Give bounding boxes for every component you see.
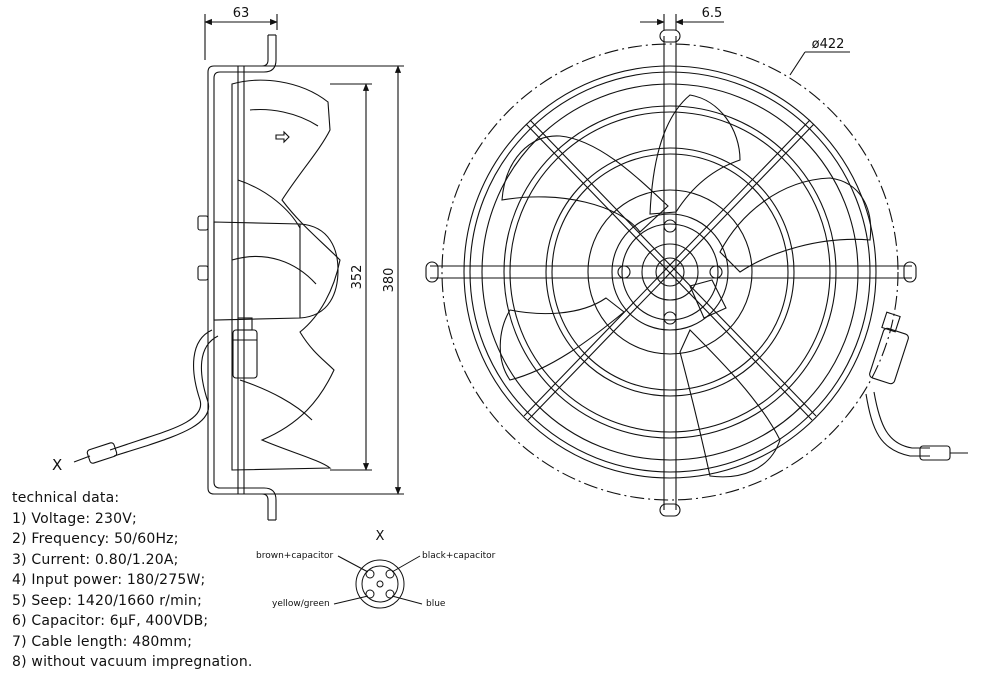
connector-title: X [376, 529, 385, 544]
guard-spokes [430, 36, 912, 510]
spec-input-power: 4) Input power: 180/275W; [12, 572, 206, 588]
capacitor [232, 317, 258, 379]
guard-height-label: 380 [382, 268, 397, 293]
pin-black-label: black+capacitor [422, 551, 496, 561]
motor-housing [213, 221, 339, 321]
side-cable [109, 329, 213, 451]
spec-frequency: 2) Frequency: 50/60Hz; [12, 531, 179, 547]
spec-impregnation: 8) without vacuum impregnation. [12, 654, 253, 670]
front-capacitor [869, 311, 909, 385]
connector-pinout: X [333, 529, 423, 609]
spec-voltage: 1) Voltage: 230V; [12, 510, 137, 527]
motor-hub [611, 213, 729, 331]
diameter-label: ø422 [812, 37, 845, 52]
dimension-bracket-offset: 6.5 [640, 6, 724, 30]
side-view: 63 [73, 6, 404, 521]
terminal-box [689, 279, 727, 319]
dimension-depth: 63 [204, 6, 278, 60]
outer-diameter-circle [441, 43, 899, 501]
front-view: 6.5 ø422 [425, 6, 968, 517]
spec-speed: 5) Seep: 1420/1660 r/min; [12, 592, 203, 609]
cable-end-marker: X [52, 456, 62, 474]
pin-brown-label: brown+capacitor [256, 551, 334, 561]
depth-label: 63 [233, 6, 250, 21]
dimension-guard-height: 380 [238, 65, 404, 495]
dimension-blade-height: 352 [330, 83, 372, 471]
front-cable [865, 393, 930, 457]
pin-yellow-green-label: yellow/green [272, 599, 330, 609]
dimension-diameter: ø422 [789, 37, 850, 76]
technical-data-heading: technical data: [12, 490, 120, 506]
fan-blades [499, 94, 872, 478]
spec-capacitor: 6) Capacitor: 6μF, 400VDB; [12, 613, 209, 629]
blade-profile [231, 79, 341, 471]
pin-blue-label: blue [426, 599, 446, 609]
bracket-offset-label: 6.5 [702, 6, 723, 21]
technical-data-block: technical data: 1) Voltage: 230V; 2) Fre… [12, 488, 253, 673]
spec-current: 3) Current: 0.80/1.20A; [12, 551, 179, 568]
spec-cable-length: 7) Cable length: 480mm; [12, 633, 193, 650]
guard-frame [207, 35, 269, 520]
blade-height-label: 352 [350, 265, 365, 290]
